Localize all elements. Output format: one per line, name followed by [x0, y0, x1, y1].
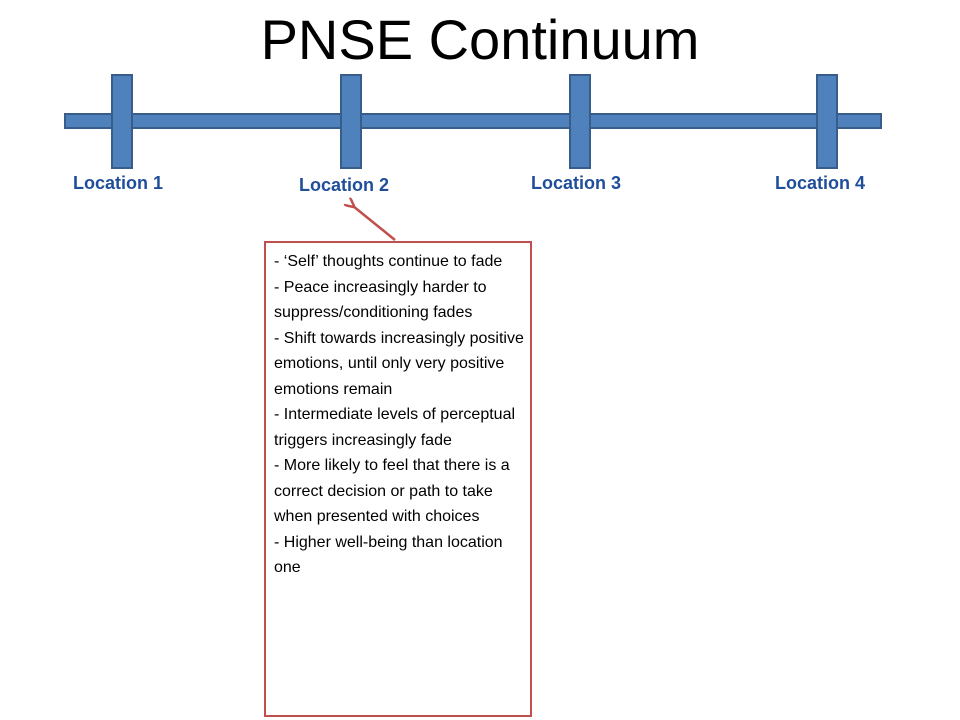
callout-item: - ‘Self’ thoughts continue to fade	[274, 253, 503, 270]
callout-item: - Higher well-being than location one	[274, 533, 503, 577]
continuum-bar	[64, 113, 882, 129]
location-2-label: Location 2	[299, 175, 390, 195]
callout-list: - ‘Self’ thoughts continue to fade - Pea…	[274, 249, 524, 581]
location-1-label: Location 1	[73, 173, 164, 193]
location-2-callout: - ‘Self’ thoughts continue to fade - Pea…	[264, 241, 532, 717]
callout-item: - Shift towards increasingly positive em…	[274, 329, 524, 398]
callout-item: - More likely to feel that there is a co…	[274, 457, 510, 525]
location-2-marker	[340, 74, 362, 169]
callout-item: - Peace increasingly harder to suppress/…	[274, 278, 487, 322]
location-4-label: Location 4	[775, 173, 866, 193]
location-1-marker	[111, 74, 133, 169]
location-3-marker	[569, 74, 591, 169]
page-title: PNSE Continuum	[260, 8, 700, 71]
callout-item: - Intermediate levels of perceptual trig…	[274, 406, 516, 449]
location-4-marker	[816, 74, 838, 169]
location-3-label: Location 3	[531, 173, 622, 193]
callout-arrow	[353, 206, 396, 241]
